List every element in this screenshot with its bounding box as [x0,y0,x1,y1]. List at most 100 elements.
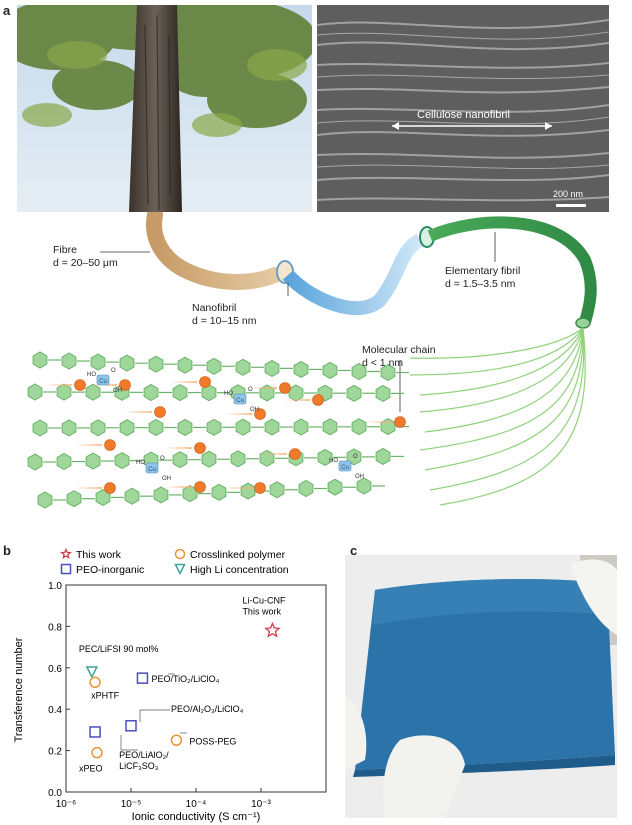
li-ion [194,442,206,454]
data-label: xPHTF [91,690,120,700]
ion-trail [365,421,392,423]
x-tick-label: 10⁻⁵ [121,799,142,810]
data-point [136,672,149,684]
glucose-ring [172,384,188,402]
glucose-ring [90,419,106,437]
ion-trail [225,487,252,489]
ion-trail [45,384,72,386]
data-label: PEO/TiO₂/LiClO₄ [151,674,219,684]
glucose-ring [351,362,367,381]
ho-label: HO [87,372,96,378]
o-label: O [248,387,253,393]
li-ion [199,376,211,388]
glucose-ring [85,383,101,401]
glucose-ring [37,491,53,509]
tree-photo [17,5,312,212]
oh-label: OH [250,407,259,413]
glucose-ring [380,363,396,382]
li-ion [254,408,266,420]
glucose-ring [119,354,135,372]
x-axis-label: Ionic conductivity (S cm⁻¹) [132,811,261,823]
o-label: O [111,368,116,374]
cu-label: Cu [341,465,349,471]
sem-scale-label: 200 nm [553,189,584,199]
glucose-ring [153,486,169,504]
ion-trail [75,444,102,446]
membrane-photo [345,555,617,818]
li-ion [74,379,86,391]
fibre-size: d = 20–50 μm [53,257,118,269]
data-point [89,726,101,738]
ion-trail [75,487,102,489]
fibre-name: Fibre [53,244,77,256]
glucose-ring [293,360,309,378]
legend-marker [174,563,186,576]
glucose-ring [56,383,72,401]
li-ion [119,379,131,391]
ion-trail [260,453,287,455]
ion-trail [283,399,310,401]
li-ion [104,482,116,494]
ion-trail [165,486,192,488]
data-point [91,746,103,759]
ion-trail [225,413,252,415]
glucose-ring [32,419,48,437]
glucose-ring [269,481,285,499]
legend-marker [60,547,72,559]
glucose-ring [288,384,304,402]
ion-trail [250,387,277,389]
o-label: O [160,456,165,462]
molecular-name: Molecular chain [362,344,436,356]
panel-c-label: c [350,543,358,558]
glucose-ring [346,448,362,466]
y-tick-label: 0.2 [48,747,62,758]
li-ion [104,439,116,451]
glucose-ring [56,452,72,471]
li-ion [254,482,266,494]
panel-b-label: b [3,543,11,558]
data-label: PEO/LiAlO₂/ [119,750,169,760]
glucose-ring [201,384,217,402]
x-tick-label: 10⁻³ [251,799,271,810]
glucose-ring [114,452,130,470]
data-label: PEC/LiFSI 90 mol% [79,644,159,654]
y-tick-label: 1.0 [48,581,62,592]
data-label: xPEO [79,764,103,774]
oh-label: OH [113,388,122,394]
y-tick-label: 0.0 [48,788,62,799]
sem-image: Cellulose nanofibril 200 nm [317,5,609,212]
glucose-ring [293,418,309,436]
y-tick-label: 0.6 [48,664,62,675]
ho-label: HO [224,391,233,397]
legend-label: Crosslinked polymer [190,549,286,561]
glucose-ring [264,359,280,377]
oh-label: OH [355,474,364,480]
glucose-ring [201,450,217,468]
glucose-ring [61,419,77,437]
molecular-size: d < 1 nm [362,357,404,369]
glucose-ring [240,482,256,500]
cu-center [145,462,159,474]
data-point [125,720,137,732]
legend-marker [174,548,186,560]
cu-center [233,393,247,405]
data-point [264,621,281,638]
molecular-chain-label: Molecular chain d < 1 nm [362,344,436,370]
glucose-ring [375,384,391,402]
legend-label: High Li concentration [190,564,289,576]
glucose-ring [351,418,367,436]
fibre-label: Fibre d = 20–50 μm [53,244,118,270]
cu-label: Cu [148,467,156,473]
data-label: This work [242,607,281,617]
glucose-ring [346,384,362,402]
glucose-ring [322,361,338,379]
li-ion [279,382,291,394]
glucose-ring [380,418,396,436]
cu-center [338,460,352,472]
elementary-size: d = 1.5–3.5 nm [445,278,516,290]
glucose-ring [327,478,343,496]
li-ion [194,481,206,493]
ion-trail [125,411,152,413]
